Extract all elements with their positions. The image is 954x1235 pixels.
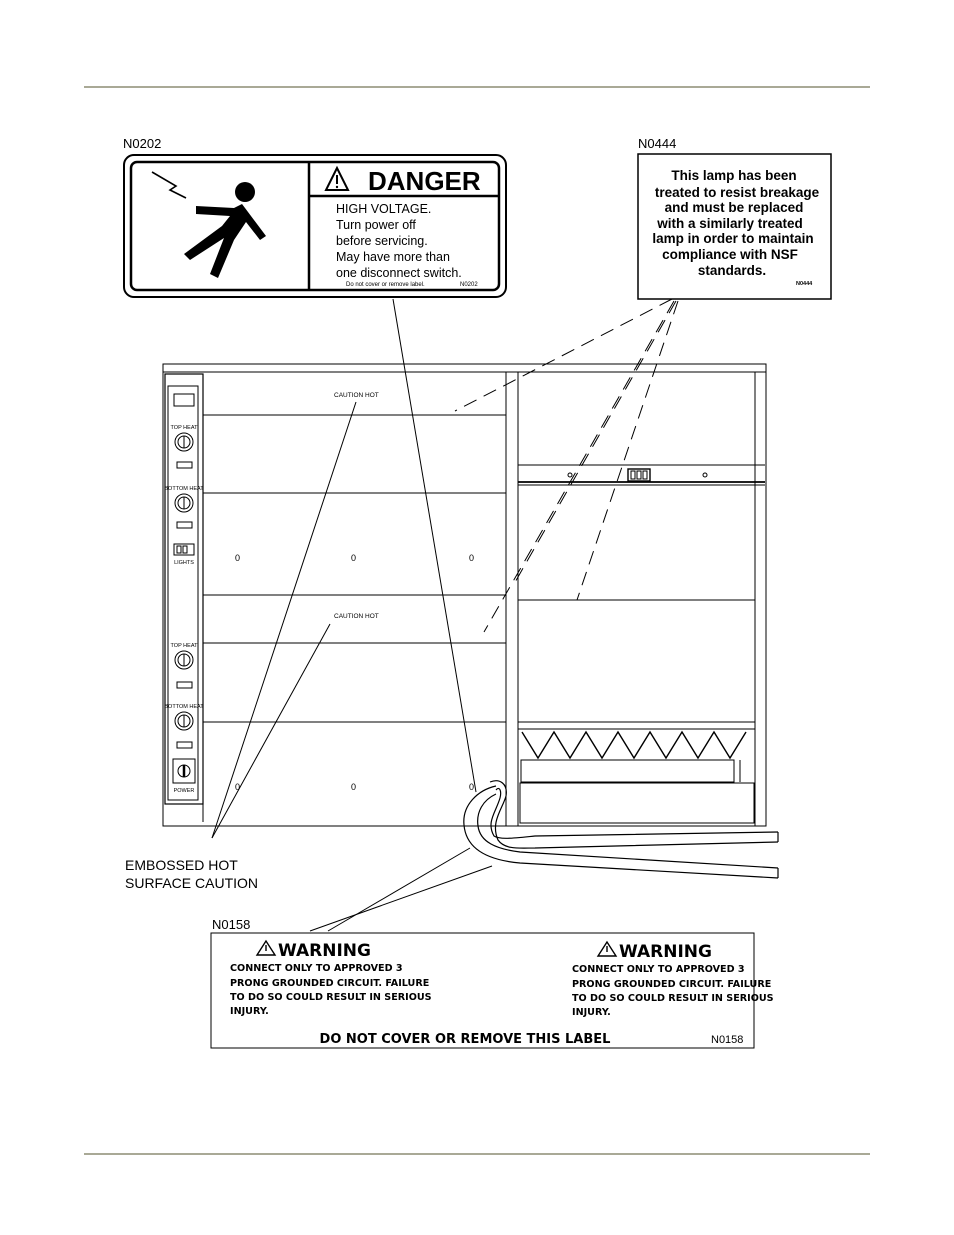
danger-line-5: one disconnect switch. bbox=[336, 266, 462, 280]
lamp-code: N0444 bbox=[796, 281, 813, 287]
warning-left-line-4: INJURY. bbox=[230, 1006, 269, 1017]
lamp-line-7: standards. bbox=[698, 263, 766, 278]
embossed-caution-line-2: SURFACE CAUTION bbox=[125, 875, 258, 891]
lamp-line-4: with a similarly treated bbox=[656, 216, 803, 231]
warning-heading-left: WARNING bbox=[278, 941, 371, 961]
marker-2: 0 bbox=[351, 553, 356, 563]
danger-label: DANGER HIGH VOLTAGE. Turn power off befo… bbox=[123, 154, 507, 298]
lamp-line-2: treated to resist breakage bbox=[655, 185, 820, 200]
footer-rule bbox=[84, 1153, 870, 1155]
danger-heading: DANGER bbox=[368, 166, 481, 196]
light-switch-icon bbox=[567, 468, 708, 482]
leader-lines bbox=[211, 298, 679, 932]
lamp-label: This lamp has been treated to resist bre… bbox=[637, 153, 832, 300]
warning-right-line-4: INJURY. bbox=[572, 1007, 611, 1018]
warning-triangle-icon bbox=[255, 939, 277, 956]
panel-label-top-heat-2: TOP HEAT bbox=[171, 643, 199, 649]
warning-left-line-1: CONNECT ONLY TO APPROVED 3 bbox=[230, 963, 403, 974]
danger-line-2: Turn power off bbox=[336, 218, 416, 232]
warning-right-line-3: TO DO SO COULD RESULT IN SERIOUS bbox=[572, 993, 774, 1004]
n0202-id-label: N0202 bbox=[123, 136, 161, 151]
warning-heading-right: WARNING bbox=[619, 942, 712, 962]
warning-label: WARNING CONNECT ONLY TO APPROVED 3 PRONG… bbox=[210, 932, 774, 1049]
cabinet-drawing bbox=[162, 363, 767, 827]
power-cord bbox=[463, 780, 779, 879]
marker-1: 0 bbox=[235, 553, 240, 563]
lamp-line-1: This lamp has been bbox=[671, 168, 796, 183]
marker-3: 0 bbox=[469, 553, 474, 563]
panel-label-bottom-heat-1: BOTTOM HEAT bbox=[164, 486, 204, 492]
caution-hot-upper: CAUTION HOT bbox=[334, 392, 379, 399]
warning-left-line-3: TO DO SO COULD RESULT IN SERIOUS bbox=[230, 992, 432, 1003]
lamp-line-5: lamp in order to maintain bbox=[652, 231, 813, 246]
danger-footer: Do not cover or remove label. bbox=[346, 282, 425, 288]
panel-label-power: POWER bbox=[174, 788, 195, 794]
warning-code: N0158 bbox=[711, 1034, 743, 1046]
panel-label-top-heat-1: TOP HEAT bbox=[171, 425, 199, 431]
warning-left-line-2: PRONG GROUNDED CIRCUIT. FAILURE bbox=[230, 978, 429, 989]
warning-triangle-icon-right bbox=[596, 940, 618, 957]
danger-line-4: May have more than bbox=[336, 250, 450, 264]
warning-right-line-1: CONNECT ONLY TO APPROVED 3 bbox=[572, 964, 745, 975]
warning-right-line-2: PRONG GROUNDED CIRCUIT. FAILURE bbox=[572, 979, 771, 990]
marker-6: 0 bbox=[469, 782, 474, 792]
embossed-caution-line-1: EMBOSSED HOT bbox=[125, 857, 238, 873]
lamp-line-3: and must be replaced bbox=[665, 200, 804, 215]
header-rule bbox=[84, 86, 870, 88]
alert-triangle-icon bbox=[324, 165, 350, 191]
warning-footer: DO NOT COVER OR REMOVE THIS LABEL bbox=[320, 1032, 611, 1047]
caution-hot-lower: CAUTION HOT bbox=[334, 613, 379, 620]
control-panel-widgets bbox=[172, 393, 196, 784]
panel-label-lights: LIGHTS bbox=[174, 560, 194, 566]
electrocution-hazard-icon bbox=[151, 171, 266, 278]
n0158-id-label: N0158 bbox=[212, 917, 250, 932]
danger-line-1: HIGH VOLTAGE. bbox=[336, 202, 431, 216]
lamp-line-6: compliance with NSF bbox=[662, 247, 798, 262]
danger-code: N0202 bbox=[460, 282, 478, 288]
panel-label-bottom-heat-2: BOTTOM HEAT bbox=[164, 704, 204, 710]
heating-element bbox=[521, 730, 747, 760]
n0444-id-label: N0444 bbox=[638, 136, 676, 151]
marker-4: 0 bbox=[235, 782, 240, 792]
danger-line-3: before servicing. bbox=[336, 234, 428, 248]
marker-5: 0 bbox=[351, 782, 356, 792]
